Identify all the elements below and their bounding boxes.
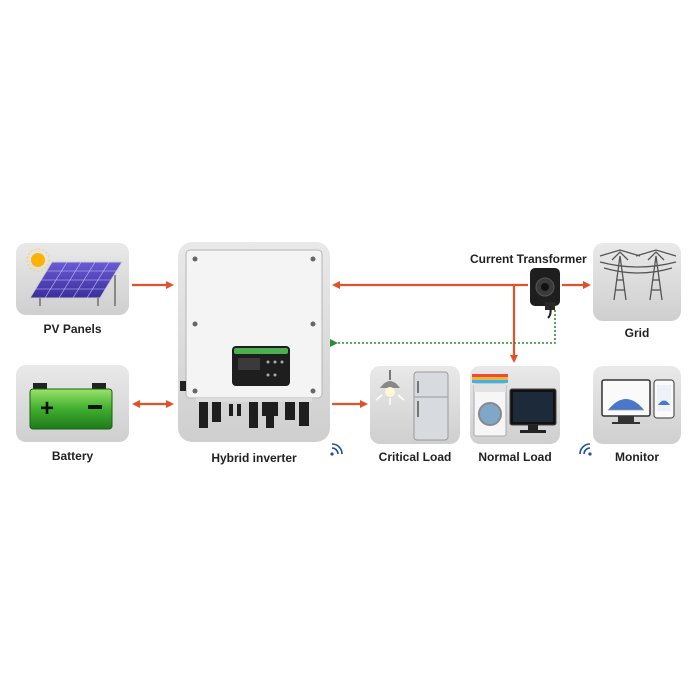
svg-text:+: + xyxy=(40,395,54,422)
solar-panel-icon xyxy=(26,248,123,306)
current-transformer-label: Current Transformer xyxy=(470,252,587,266)
critical-load-label: Critical Load xyxy=(378,450,452,464)
hybrid-inverter-label: Hybrid inverter xyxy=(211,451,297,465)
wifi-icon xyxy=(330,443,343,456)
normal-load-icon xyxy=(472,374,557,437)
inverter-icon xyxy=(180,249,323,428)
signal-arrow xyxy=(330,310,556,347)
current-clamp-icon xyxy=(530,268,560,319)
laptop-icon xyxy=(601,379,651,424)
power-tower-icon xyxy=(599,249,677,301)
power-arrows xyxy=(132,281,591,408)
fridge-icon xyxy=(413,371,449,441)
tv-icon xyxy=(509,388,557,433)
normal-load-label: Normal Load xyxy=(478,450,552,464)
monitor-label: Monitor xyxy=(615,450,659,464)
washing-machine-icon xyxy=(472,374,508,437)
battery-icon: + xyxy=(29,383,113,430)
wifi-icon xyxy=(579,443,592,456)
grid-label: Grid xyxy=(624,326,650,340)
phone-icon xyxy=(653,379,675,419)
critical-load-icon xyxy=(375,370,449,441)
battery-label: Battery xyxy=(51,449,94,463)
pv-panels-label: PV Panels xyxy=(43,322,102,336)
